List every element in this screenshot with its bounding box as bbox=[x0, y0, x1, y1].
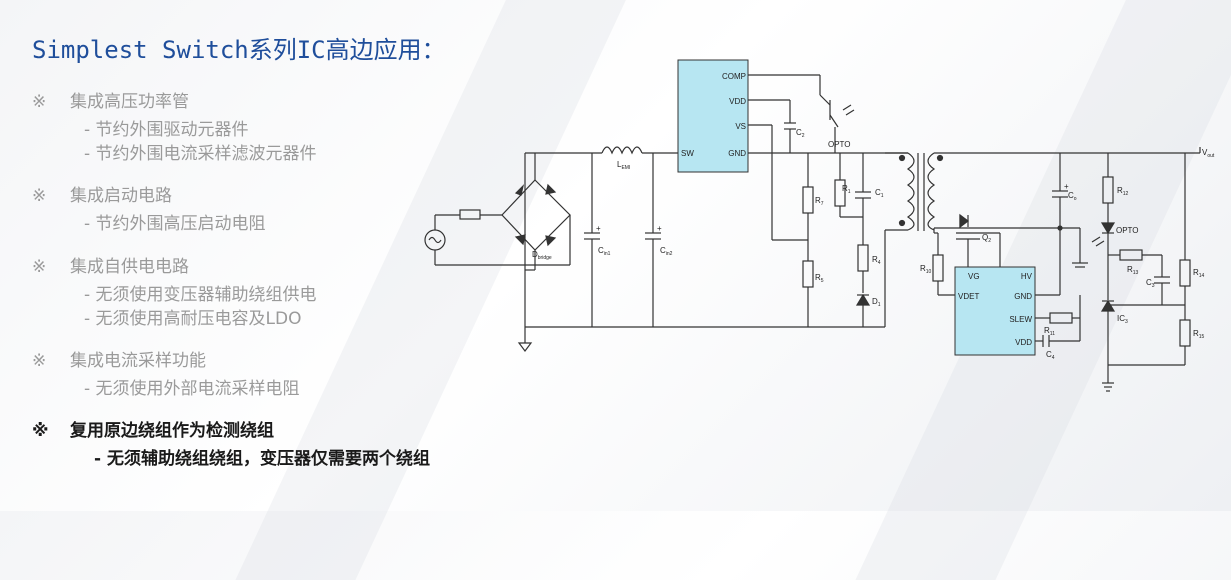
label-r13: R13 bbox=[1127, 265, 1139, 276]
label-d1: D1 bbox=[872, 297, 881, 308]
bullet-text: 集成高压功率管 bbox=[70, 92, 189, 112]
slide-title: Simplest Switch系列IC高边应用： bbox=[32, 36, 446, 64]
label-co-plus: + bbox=[1064, 182, 1069, 191]
sub-bullet-text: 无须辅助绕组绕组，变压器仅需要两个绕组 bbox=[106, 449, 430, 469]
bullet-item-highlighted: ※ 复用原边绕组作为检测绕组 bbox=[32, 416, 274, 441]
label-r14: R14 bbox=[1193, 268, 1205, 279]
label-c4: C4 bbox=[1046, 350, 1055, 361]
ic2-pin-vg: VG bbox=[968, 272, 980, 281]
label-cin2-plus: + bbox=[657, 224, 662, 233]
sub-bullet-item: - 节约外围电流采样滤波元器件 bbox=[84, 139, 317, 164]
opto-transistor-icon bbox=[819, 94, 831, 106]
sub-bullet-text: 无须使用外部电流采样电阻 bbox=[95, 379, 300, 399]
label-r12: R12 bbox=[1117, 186, 1129, 197]
sub-bullet-item: - 无须使用高耐压电容及LDO bbox=[84, 304, 302, 329]
label-dbridge: Dbridge bbox=[532, 250, 552, 261]
label-r7: R7 bbox=[815, 196, 824, 207]
fuse-icon bbox=[459, 209, 481, 220]
sub-bullet-text: 节约外围电流采样滤波元器件 bbox=[95, 144, 317, 164]
sub-bullet-item: - 无须使用外部电流采样电阻 bbox=[84, 374, 300, 399]
sub-bullet-text: 无须使用高耐压电容及LDO bbox=[95, 309, 302, 329]
bullet-text: 集成自供电电路 bbox=[70, 257, 189, 277]
sub-bullet-mark: - bbox=[84, 309, 91, 329]
sub-bullet-item: - 无须使用变压器辅助绕组供电 bbox=[84, 280, 317, 305]
bullet-mark: ※ bbox=[32, 257, 47, 277]
label-r10: R10 bbox=[920, 264, 932, 275]
bullet-text: 集成电流采样功能 bbox=[70, 351, 206, 371]
inductor-icon bbox=[601, 146, 643, 155]
sub-bullet-mark: - bbox=[84, 285, 91, 305]
sub-bullet-mark: - bbox=[84, 120, 91, 140]
label-opto-primary: OPTO bbox=[828, 140, 851, 149]
label-r1: R1 bbox=[842, 184, 851, 195]
sub-bullet-mark: - bbox=[84, 379, 91, 399]
ic2-pin-vdd: VDD bbox=[1015, 338, 1032, 347]
ic2-pin-slew: SLEW bbox=[1009, 315, 1032, 324]
ic2-pin-hv: HV bbox=[1021, 272, 1033, 281]
label-r15: R15 bbox=[1193, 329, 1205, 340]
bullet-item: ※ 集成启动电路 bbox=[32, 181, 172, 206]
bridge-rectifier-icon bbox=[501, 179, 571, 251]
diode-icon bbox=[855, 293, 871, 306]
label-r5: R5 bbox=[815, 273, 824, 284]
bullet-text: 复用原边绕组作为检测绕组 bbox=[70, 421, 274, 441]
sub-bullet-item-highlighted: - 无须辅助绕组绕组，变压器仅需要两个绕组 bbox=[94, 444, 430, 469]
ic2-block bbox=[954, 266, 1036, 356]
transformer-secondary-icon bbox=[927, 152, 936, 231]
label-co: Co bbox=[1068, 191, 1077, 202]
label-q2: Q2 bbox=[982, 233, 991, 244]
transformer-primary-icon bbox=[906, 152, 915, 231]
sub-bullet-mark: - bbox=[84, 214, 91, 234]
sub-bullet-mark: - bbox=[94, 449, 102, 469]
ic2-pin-vdet: VDET bbox=[958, 292, 979, 301]
ic1-block bbox=[677, 59, 749, 173]
opto-led-icon bbox=[1100, 222, 1116, 235]
label-cin1: Cin1 bbox=[598, 246, 611, 257]
label-r4: R4 bbox=[872, 255, 881, 266]
sub-bullet-item: - 节约外围驱动元器件 bbox=[84, 115, 249, 140]
bullet-mark: ※ bbox=[32, 351, 47, 371]
sub-bullet-text: 节约外围驱动元器件 bbox=[95, 120, 249, 140]
bullet-item: ※ 集成电流采样功能 bbox=[32, 346, 206, 371]
sub-bullet-text: 节约外围高压启动电阻 bbox=[95, 214, 266, 234]
label-vout: Vout bbox=[1202, 148, 1215, 159]
label-opto-secondary: OPTO bbox=[1116, 226, 1139, 235]
label-lemi: LEMI bbox=[617, 160, 630, 171]
ic2-pin-gnd: GND bbox=[1014, 292, 1032, 301]
label-cin1-plus: + bbox=[596, 224, 601, 233]
ic1-pin-vs: VS bbox=[735, 122, 746, 131]
label-cin2: Cin2 bbox=[660, 246, 673, 257]
sub-bullet-item: - 节约外围高压启动电阻 bbox=[84, 209, 266, 234]
shunt-regulator-icon bbox=[1100, 299, 1116, 312]
bullet-mark: ※ bbox=[32, 92, 47, 112]
circuit-schematic: COMP VDD VS SW GND VG HV VDET GND SLEW V… bbox=[424, 59, 1215, 392]
sub-bullet-mark: - bbox=[84, 144, 91, 164]
bullet-mark: ※ bbox=[32, 421, 49, 441]
ic1-pin-vdd: VDD bbox=[729, 97, 746, 106]
label-ic3: IC3 bbox=[1117, 314, 1128, 325]
label-c3: C3 bbox=[1146, 278, 1155, 289]
bullet-item: ※ 集成自供电电路 bbox=[32, 252, 189, 277]
label-c2: C2 bbox=[796, 128, 805, 139]
ground-icon bbox=[517, 342, 533, 352]
bullet-mark: ※ bbox=[32, 186, 47, 206]
ic1-pin-gnd: GND bbox=[728, 149, 746, 158]
bullet-item: ※ 集成高压功率管 bbox=[32, 87, 189, 112]
ic1-pin-sw: SW bbox=[681, 149, 694, 158]
label-c1: C1 bbox=[875, 188, 884, 199]
label-r11: R11 bbox=[1044, 326, 1055, 337]
bullet-text: 集成启动电路 bbox=[70, 186, 172, 206]
sub-bullet-text: 无须使用变压器辅助绕组供电 bbox=[95, 285, 317, 305]
ic1-pin-comp: COMP bbox=[722, 72, 746, 81]
